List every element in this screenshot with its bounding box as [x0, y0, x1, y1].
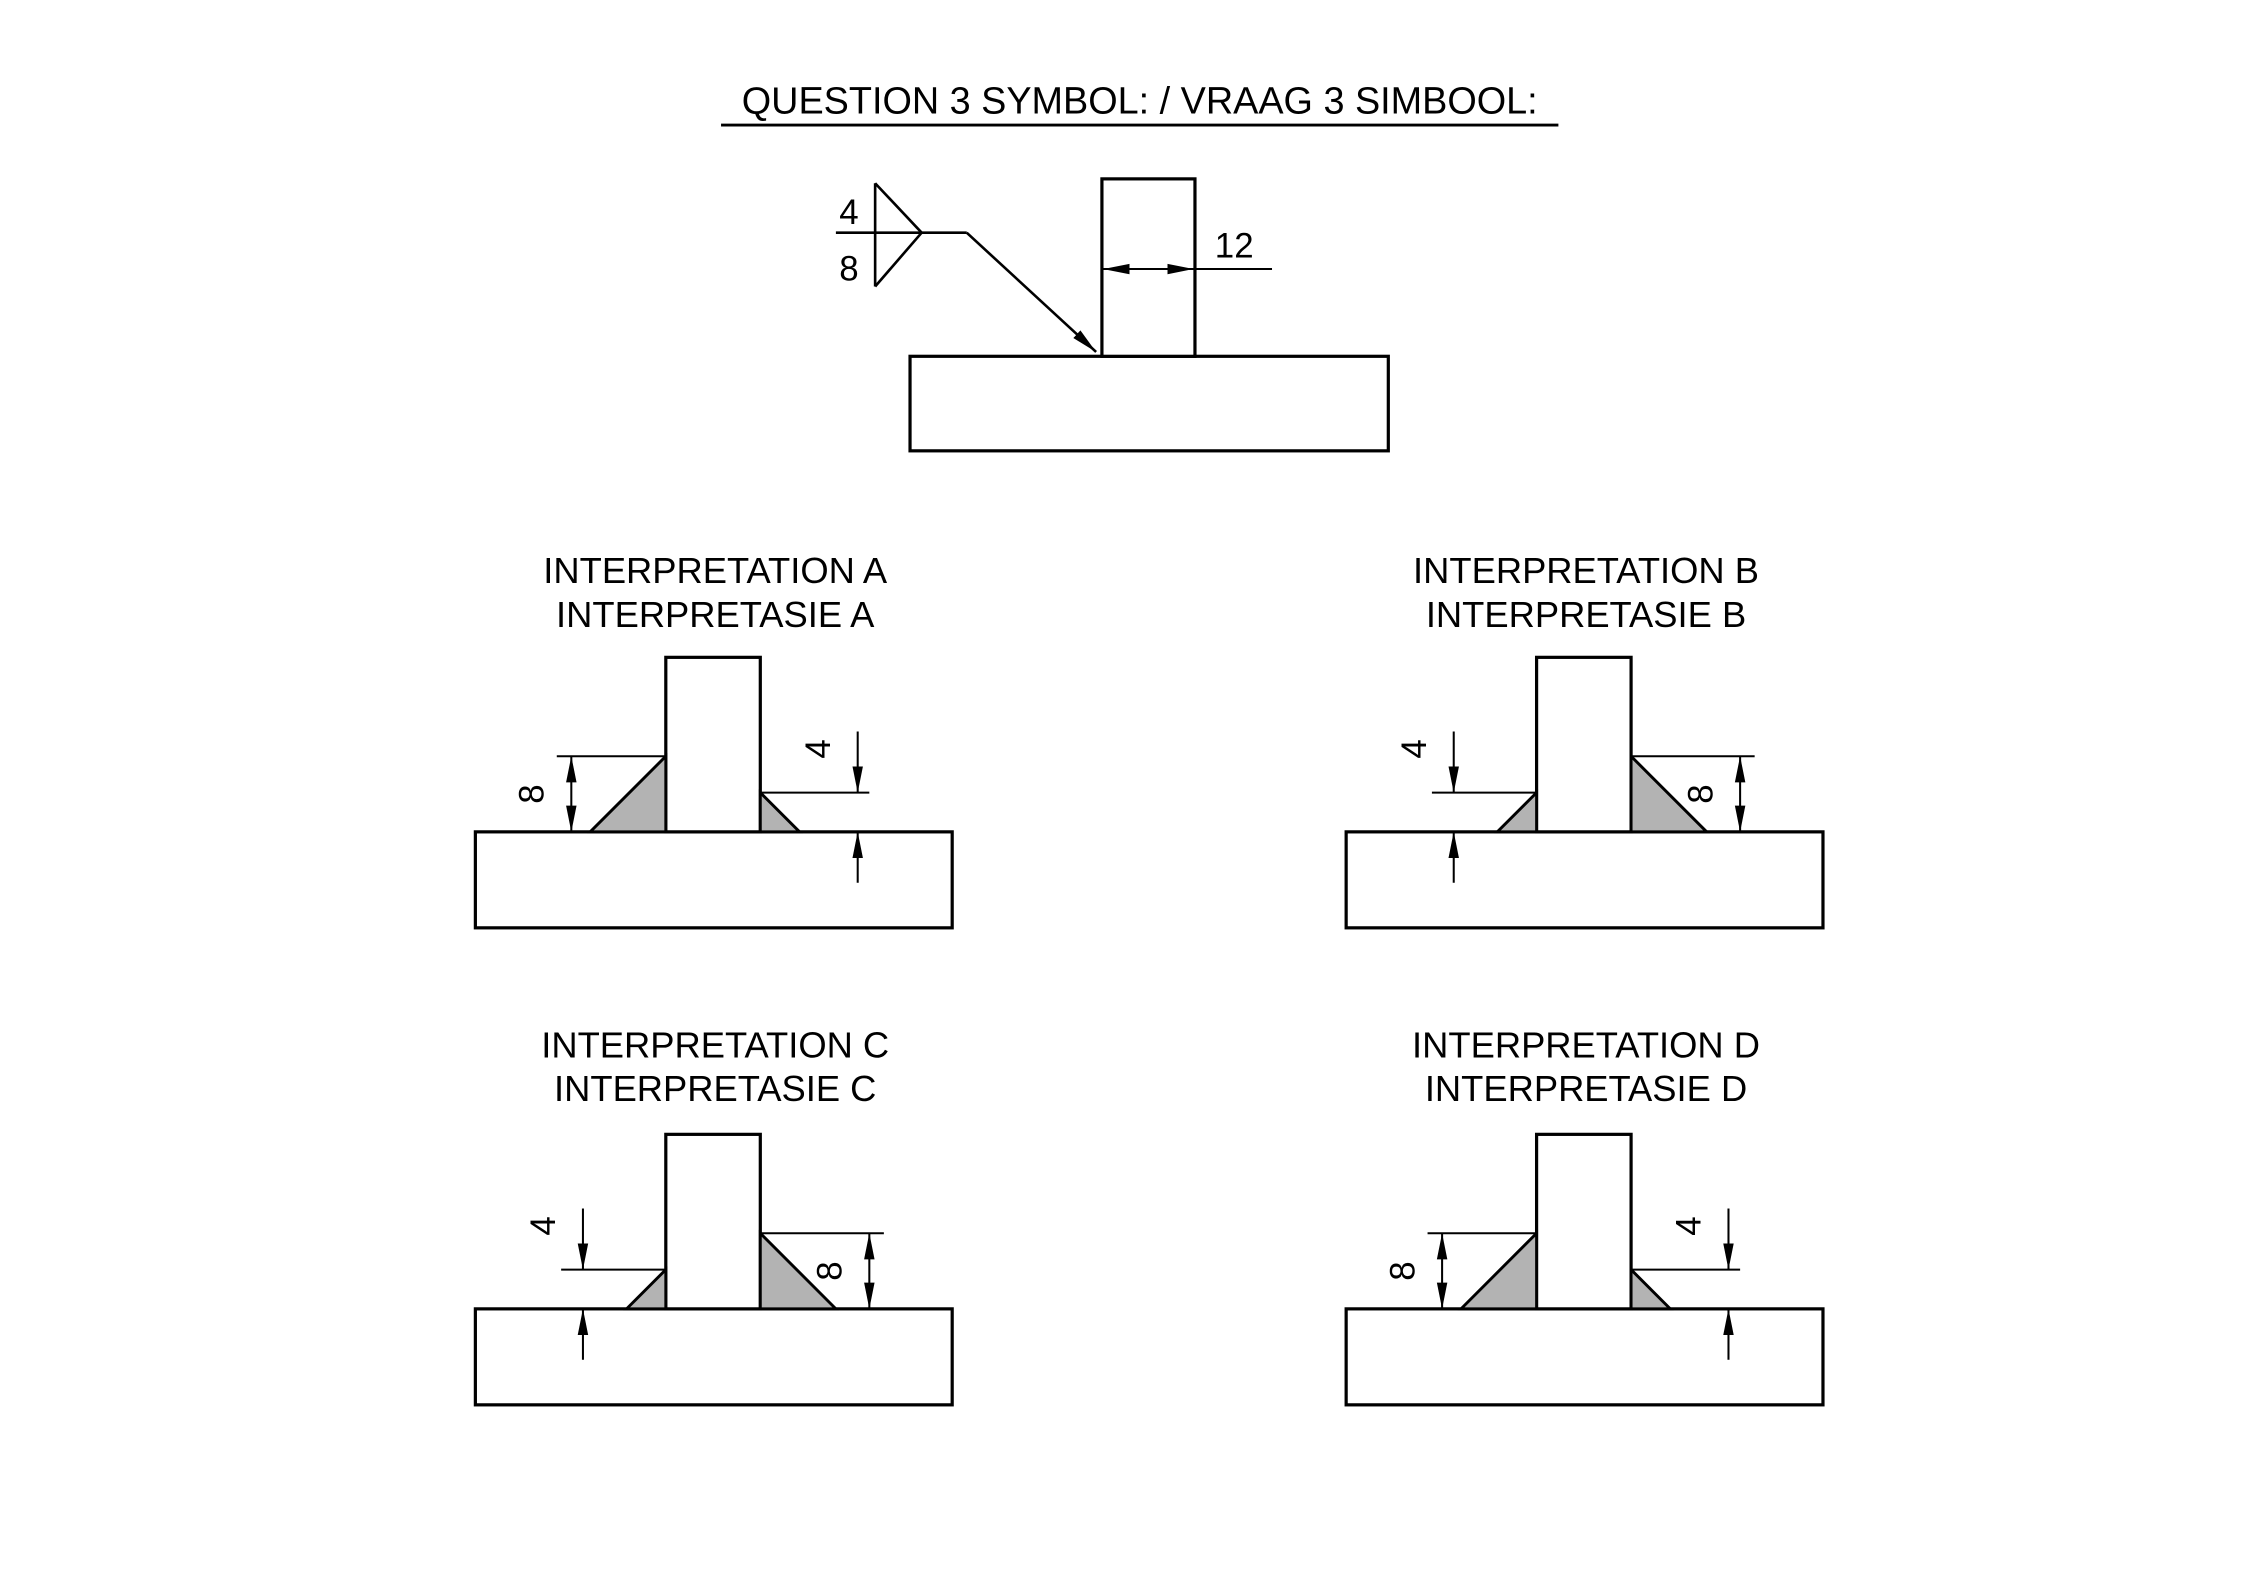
interpretation-c-label-en: INTERPRETATION C — [541, 1024, 889, 1065]
right-fillet-weld — [1629, 752, 1711, 834]
weld-size-value: 4 — [799, 739, 838, 758]
left-fillet-weld — [586, 752, 668, 834]
right-fillet-weld — [1629, 1266, 1674, 1311]
fillet-symbol-hypotenuse-arrow-side — [874, 231, 923, 288]
weld-size-value: 4 — [1395, 739, 1434, 758]
leader-arrow — [965, 231, 1097, 353]
interpretation-d-label-en: INTERPRETATION D — [1412, 1024, 1760, 1065]
fillet-symbol-hypotenuse-other-side — [874, 182, 923, 234]
weld-size-value: 8 — [811, 1261, 850, 1280]
interpretation-d-drawing: INTERPRETATION D INTERPRETASIE D 8 4 — [1344, 1024, 1825, 1407]
weld-size-value: 4 — [1670, 1216, 1709, 1235]
symbol-vertical-plate — [1100, 177, 1197, 358]
interpretation-a-label-af: INTERPRETASIE A — [556, 594, 875, 635]
interpretation-c-label-af: INTERPRETASIE C — [554, 1068, 876, 1109]
left-fillet-weld — [1457, 1229, 1539, 1311]
vertical-plate — [664, 655, 762, 834]
left-fillet-weld — [623, 1266, 668, 1311]
base-plate — [1344, 1307, 1825, 1407]
weld-size-value: 8 — [1383, 1261, 1422, 1280]
vertical-plate — [1534, 1132, 1633, 1311]
stem-width-value: 12 — [1215, 226, 1254, 265]
weld-symbol-drawing: 12 4 8 — [835, 177, 1390, 453]
base-plate — [473, 1307, 954, 1407]
right-fillet-weld — [758, 1229, 840, 1311]
vertical-plate — [1534, 655, 1633, 834]
other-side-size-value: 4 — [839, 193, 858, 232]
weld-size-value: 8 — [513, 784, 552, 803]
symbol-base-plate — [908, 354, 1390, 453]
right-fillet-weld — [758, 789, 804, 834]
interpretation-a-label-en: INTERPRETATION A — [543, 550, 888, 591]
page-title: QUESTION 3 SYMBOL: / VRAAG 3 SIMBOOL: — [742, 80, 1538, 122]
weld-size-value: 8 — [1681, 784, 1720, 803]
interpretation-b-drawing: INTERPRETATION B INTERPRETASIE B 4 8 — [1344, 550, 1825, 930]
base-plate — [473, 830, 954, 930]
left-fillet-weld — [1493, 789, 1539, 834]
vertical-plate — [664, 1132, 762, 1311]
interpretation-a-drawing: INTERPRETATION A INTERPRETASIE A 8 4 — [473, 550, 954, 930]
arrow-side-size-value: 8 — [839, 250, 858, 289]
interpretation-b-label-af: INTERPRETASIE B — [1426, 594, 1746, 635]
interpretation-c-drawing: INTERPRETATION C INTERPRETASIE C 4 8 — [473, 1024, 954, 1407]
weld-size-value: 4 — [524, 1216, 563, 1235]
base-plate — [1344, 830, 1825, 930]
interpretation-b-label-en: INTERPRETATION B — [1413, 550, 1759, 591]
interpretation-d-label-af: INTERPRETASIE D — [1425, 1068, 1747, 1109]
